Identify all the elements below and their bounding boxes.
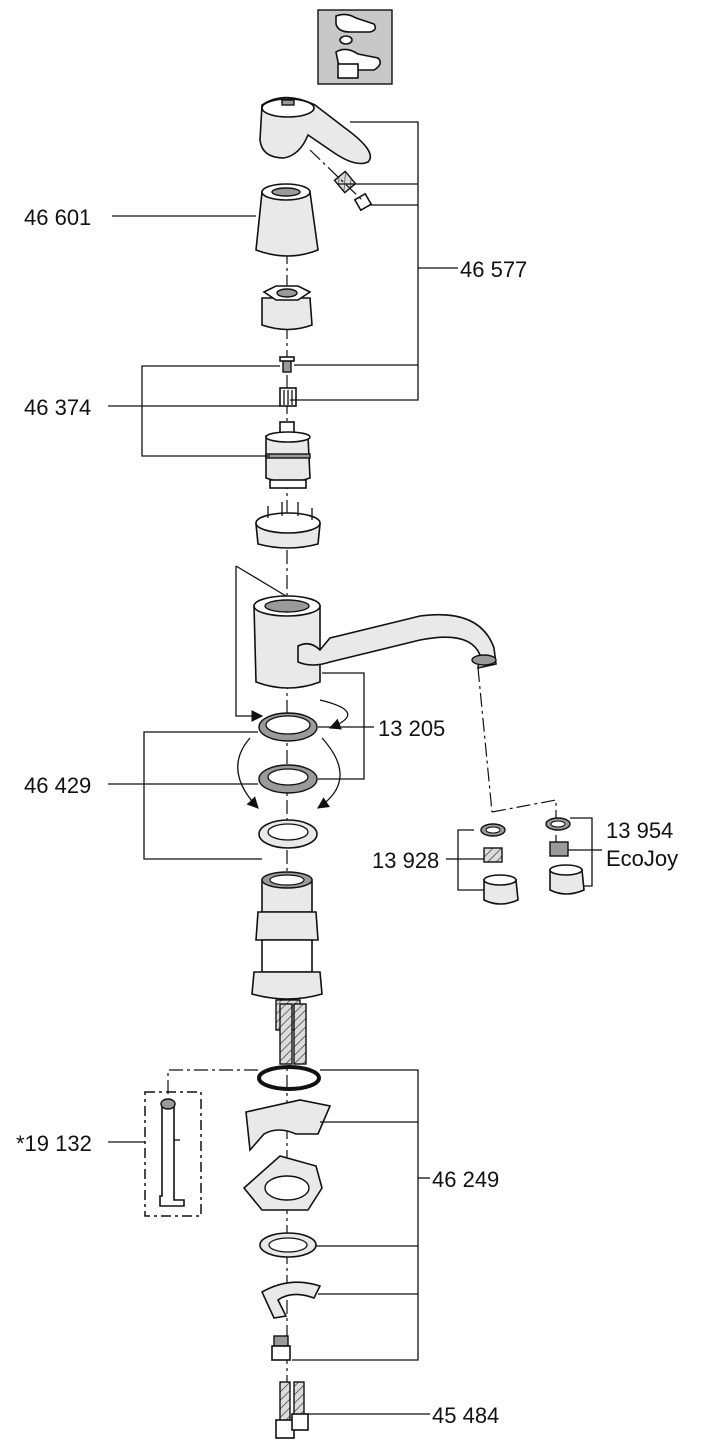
lever-handle (259, 96, 372, 165)
aerator-axis-line (491, 799, 557, 858)
label-handle-set: 46 577 (460, 257, 527, 282)
lower-clip-ring (258, 819, 318, 849)
tool-axis-line (167, 1069, 260, 1094)
label-aerator-ecojoy-code: 13 954 (606, 818, 673, 843)
small-screw (279, 356, 295, 373)
screw-axis-line (309, 149, 363, 201)
label-ring-set: 46 429 (24, 773, 91, 798)
spline-adapter (279, 387, 297, 407)
flat-washer (259, 1232, 317, 1258)
middle-seal-ring (258, 764, 318, 794)
label-cap: 46 601 (24, 205, 91, 230)
horseshoe-washer (245, 1099, 332, 1152)
assembly-arrow (317, 737, 341, 809)
label-aerator-ecojoy-name: EcoJoy (606, 846, 678, 871)
cap-sleeve (255, 183, 319, 257)
assembly-arrow (237, 737, 259, 809)
leader-lines (108, 121, 602, 1415)
clamp-washer (260, 1281, 322, 1319)
o-ring (257, 1065, 321, 1091)
indicator-cap (353, 192, 373, 212)
label-hose: 45 484 (432, 1403, 499, 1428)
handle-type-icon (317, 9, 393, 85)
assembly-leader (235, 565, 287, 597)
assembly-arrow (319, 699, 349, 730)
flexible-hose-shanks (279, 1003, 307, 1065)
upper-seal-ring (258, 712, 318, 742)
threaded-stud (271, 1335, 291, 1361)
mounting-plate (242, 1155, 323, 1211)
hose-end-fittings (275, 1381, 309, 1439)
label-aerator: 13 928 (372, 848, 439, 873)
ceramic-cartridge (265, 421, 311, 489)
label-seal-set: 13 205 (378, 716, 445, 741)
aerator-ecojoy (545, 817, 585, 895)
label-tool: *19 132 (16, 1131, 92, 1156)
label-cartridge-set: 46 374 (24, 395, 91, 420)
label-mounting-set: 46 249 (432, 1167, 499, 1192)
aerator-standard (480, 823, 519, 905)
faucet-body (253, 595, 497, 689)
guide-bush (255, 502, 321, 549)
hex-nut (261, 285, 313, 331)
assembly-tool-box (144, 1091, 202, 1217)
spout-axis-line (477, 667, 493, 813)
valve-body-insert (251, 871, 323, 1031)
assembly-leader (235, 566, 264, 722)
grub-screw (333, 170, 357, 194)
